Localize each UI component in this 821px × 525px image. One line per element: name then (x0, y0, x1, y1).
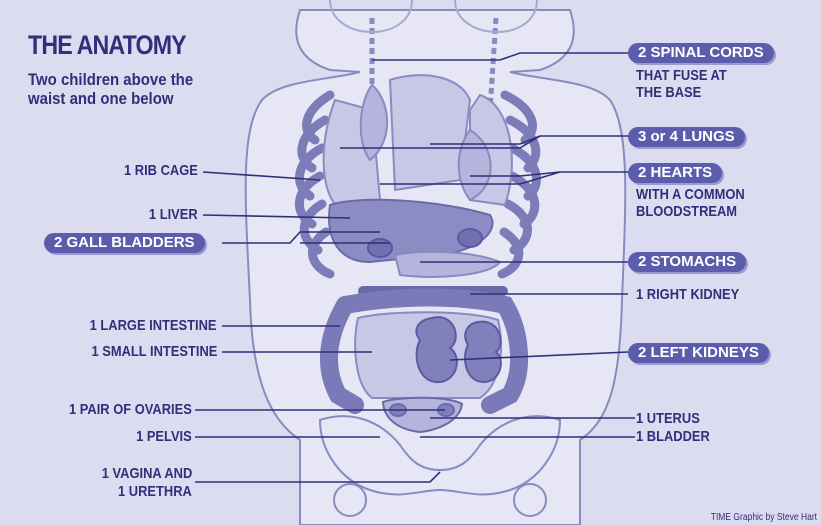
label-small-intestine: 1 SMALL INTESTINE (91, 343, 217, 360)
label-hearts-sub1: WITH A COMMON (636, 186, 745, 203)
label-stomachs: 2 STOMACHS (628, 252, 746, 272)
label-liver: 1 LIVER (149, 206, 198, 223)
page-title: THE ANATOMY (28, 30, 186, 61)
label-right-kidney: 1 RIGHT KIDNEY (636, 286, 739, 303)
label-spinal-cords-sub2: THE BASE (636, 84, 701, 101)
label-uterus: 1 UTERUS (636, 410, 700, 427)
label-gall-bladders: 2 GALL BLADDERS (44, 233, 205, 253)
label-left-kidneys: 2 LEFT KIDNEYS (628, 343, 769, 363)
label-spinal-cords: 2 SPINAL CORDS (628, 43, 774, 63)
label-urethra: 1 URETHRA (118, 483, 192, 500)
label-vagina: 1 VAGINA AND (101, 465, 192, 482)
label-ovaries: 1 PAIR OF OVARIES (69, 401, 192, 418)
subtitle: Two children above the waist and one bel… (28, 70, 230, 108)
label-hearts: 2 HEARTS (628, 163, 722, 183)
graphic-credit: TIME Graphic by Steve Hart (711, 512, 817, 523)
label-large-intestine: 1 LARGE INTESTINE (90, 317, 217, 334)
label-hearts-sub2: BLOODSTREAM (636, 203, 737, 220)
label-spinal-cords-sub1: THAT FUSE AT (636, 67, 727, 84)
label-lungs: 3 or 4 LUNGS (628, 127, 745, 147)
label-rib-cage: 1 RIB CAGE (124, 162, 198, 179)
label-bladder: 1 BLADDER (636, 428, 710, 445)
label-pelvis: 1 PELVIS (136, 428, 192, 445)
